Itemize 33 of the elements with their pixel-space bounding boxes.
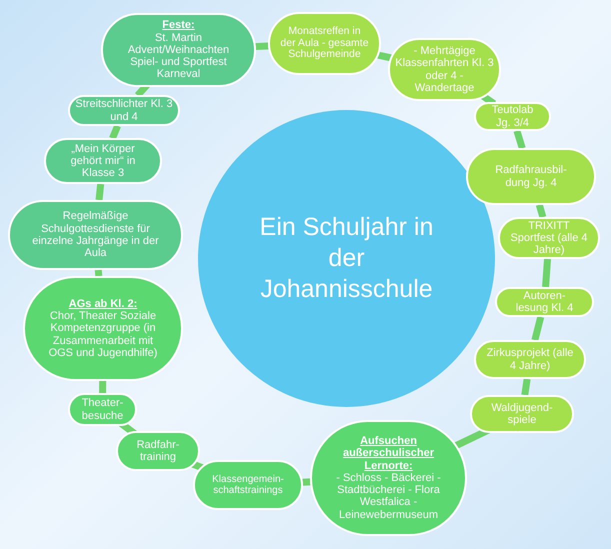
node-text: Radfahrausbil- dung Jg. 4 — [494, 164, 568, 189]
connector-line — [99, 380, 106, 394]
node-text: Klassengemein- schaftstrainings — [211, 474, 285, 496]
node-text: St. Martin Advent/Weihnachten Spiel- und Sportfest Karneval — [126, 32, 230, 81]
node-text: Theater- besuche — [80, 397, 124, 422]
connector-line — [256, 42, 268, 50]
connector-line — [94, 270, 102, 276]
node-text: Waldjugend- spiele — [490, 402, 554, 426]
node-text: Radfahr- training — [136, 438, 180, 464]
node-heading: AGs ab Kl. 2: — [68, 298, 138, 310]
node-text: - Mehrtägige Klassenfahrten Kl. 3 oder 4 - Wandertage — [394, 44, 494, 94]
connector-line — [536, 204, 546, 218]
connector-line — [96, 184, 104, 200]
node-text: Streitschlichter Kl. 3 und 4 — [74, 98, 174, 123]
node-heading: Feste: — [162, 19, 195, 32]
node-text: Zirkusprojekt (alle 4 Jahre) — [486, 347, 574, 372]
connector-line — [532, 316, 544, 341]
node-text: Monatsreffen in der Aula - gesamte Schulgemeinde — [280, 26, 370, 62]
connector-line — [521, 378, 531, 396]
node-text: Chor, Theater Soziale Kompetenzgruppe (in Zusammenarbeit mit OGS und Jugendhilfe) — [48, 310, 158, 360]
node-text: Teutolab Jg. 3/4 — [490, 104, 534, 129]
node-text: Regelmäßige Schulgottesdienste für einzelne Jahrgänge in der Aula — [31, 210, 160, 260]
connector-line — [376, 52, 393, 62]
node-text: „Mein Körper gehört mir“ in Klasse 3 — [70, 142, 136, 180]
connector-line — [514, 130, 526, 150]
connector-line — [542, 258, 552, 288]
node-text: Ein Schuljahr in der Johannisschule — [258, 212, 434, 306]
node-text: - Schloss - Bäckerei - Stadtbücherei - Flora Westfalica - Leinewebermuseum — [335, 472, 442, 522]
connector-line — [302, 478, 310, 486]
node-heading: Aufsuchen außerschulischer Lernorte: — [342, 434, 436, 472]
node-text: Autoren- lesung Kl. 4 — [514, 290, 574, 314]
connector-line — [109, 124, 121, 140]
node-text: TRIXITT Sportfest (alle 4 Jahre) — [509, 220, 589, 256]
